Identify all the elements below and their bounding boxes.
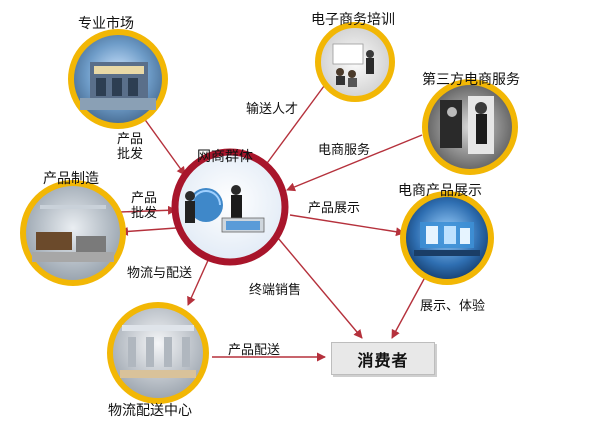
manufacturing-label: 产品制造 — [43, 171, 99, 187]
third-party-node-image — [422, 79, 518, 175]
logistics-center-label: 物流配送中心 — [108, 403, 192, 419]
arrow-factory-to-cluster — [119, 205, 177, 215]
showcase-node-image — [400, 191, 494, 285]
edge-label-wholesale-market: 产品批发 — [117, 132, 144, 162]
training-node-image — [315, 22, 395, 102]
logistics-center-node-image — [107, 302, 209, 404]
cluster-label: 网商群体 — [197, 149, 253, 165]
edge-label-product-display: 产品展示 — [308, 201, 361, 216]
arrow-market-to-cluster — [137, 109, 186, 176]
market-label: 专业市场 — [78, 16, 134, 32]
market-node-image — [68, 29, 168, 129]
manufacturing-node-image — [20, 180, 126, 286]
edge-label-talent: 输送人才 — [246, 102, 299, 117]
consumer-label: 消费者 — [357, 350, 409, 370]
arrow-thirdparty-to-cluster — [286, 134, 423, 192]
cluster-node-image — [171, 148, 289, 266]
arrow-cluster-to-consumer — [277, 237, 363, 339]
edge-label-wholesale-factory: 产品批发 — [131, 191, 158, 221]
arrow-training-to-cluster — [261, 81, 328, 171]
arrow-cluster-to-showcase — [289, 214, 405, 237]
third-party-label: 第三方电商服务 — [422, 72, 520, 88]
edge-label-ecom-service: 电商服务 — [318, 143, 371, 158]
consumer-node: 消费者 — [331, 342, 435, 375]
edge-label-display-experience: 展示、体验 — [420, 299, 486, 314]
showcase-label: 电商产品展示 — [398, 183, 482, 199]
edge-label-logistics-delivery: 物流与配送 — [127, 266, 193, 281]
training-label: 电子商务培训 — [311, 12, 395, 28]
arrow-showcase-to-consumer — [391, 267, 431, 339]
edge-label-product-delivery: 产品配送 — [228, 343, 281, 358]
edge-label-retail: 终端销售 — [249, 283, 302, 298]
arrow-cluster-to-factory — [119, 226, 177, 236]
